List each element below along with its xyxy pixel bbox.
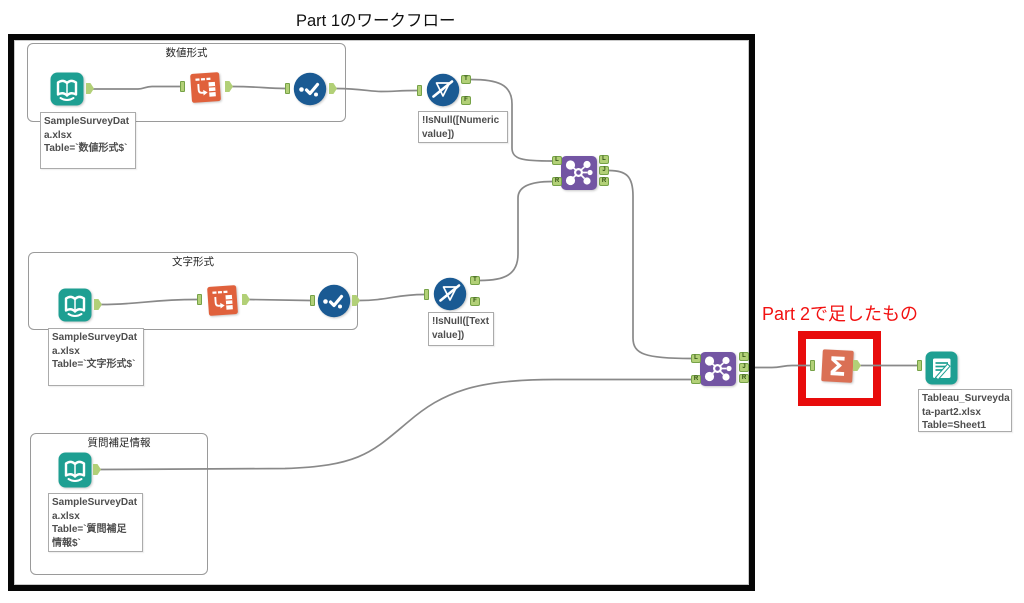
input-data-tool-supplement[interactable] — [58, 452, 92, 493]
workflow-title: Part 1のワークフロー — [296, 12, 456, 30]
join2-left-output-anchor[interactable]: L — [739, 352, 749, 361]
summarize-output-anchor[interactable] — [853, 360, 861, 371]
wire-filter1T-join1L[interactable] — [470, 78, 553, 162]
filter2-true-anchor[interactable]: T — [470, 276, 480, 285]
filter-tool-numeric[interactable] — [426, 73, 460, 112]
filter1-false-anchor[interactable]: F — [461, 96, 471, 105]
filter1-input-anchor[interactable] — [417, 85, 422, 96]
data-cleansing-icon — [317, 284, 351, 318]
container-text-label: 文字形式 — [172, 256, 214, 268]
cleanse1-input-anchor[interactable] — [285, 83, 290, 94]
data-cleansing-icon — [293, 72, 327, 106]
data-cleansing-tool-text[interactable] — [317, 284, 351, 323]
join1-left-output-anchor[interactable]: L — [599, 155, 609, 164]
annotation-output[interactable]: Tableau_Surveyda ta-part2.xlsx Table=She… — [918, 389, 1012, 432]
filter-icon — [433, 277, 467, 311]
wire-join2J-summarize[interactable] — [748, 364, 811, 369]
join2-right-output-anchor[interactable]: R — [739, 374, 749, 383]
join1-right-output-anchor[interactable]: R — [599, 177, 609, 186]
cleanse2-input-anchor[interactable] — [310, 295, 315, 306]
annotation-input-numeric[interactable]: SampleSurveyDat a.xlsx Table=`数値形式$` — [40, 112, 136, 169]
filter-icon — [426, 73, 460, 107]
summarize-tool[interactable]: Σ — [819, 347, 856, 390]
wire-join1J-join2L[interactable] — [608, 169, 692, 360]
filter-tool-text[interactable] — [433, 277, 467, 316]
input2-output-anchor[interactable] — [94, 299, 102, 310]
input3-output-anchor[interactable] — [93, 464, 101, 475]
transpose2-input-anchor[interactable] — [197, 294, 202, 305]
container-numeric-label: 数値形式 — [165, 47, 208, 59]
wire-transpose1-cleanse1[interactable] — [231, 85, 286, 90]
join1-left-input-anchor[interactable]: L — [552, 156, 562, 165]
join-tool-2[interactable] — [699, 351, 737, 392]
wire-input2-transpose2[interactable] — [100, 298, 198, 306]
cleanse1-output-anchor[interactable] — [329, 83, 337, 94]
svg-text:Σ: Σ — [828, 352, 847, 383]
annotation-filter-text[interactable]: !IsNull([Text value]) — [428, 312, 494, 346]
filter2-false-anchor[interactable]: F — [470, 297, 480, 306]
join2-join-output-anchor[interactable]: J — [739, 363, 749, 372]
input-data-icon — [50, 72, 84, 106]
input-data-tool-numeric[interactable] — [50, 72, 84, 111]
summarize-input-anchor[interactable] — [810, 360, 815, 371]
filter1-true-anchor[interactable]: T — [461, 75, 471, 84]
output-input-anchor[interactable] — [917, 360, 922, 371]
annotation-filter-numeric[interactable]: !IsNull([Numeric value]) — [418, 111, 508, 143]
filter2-input-anchor[interactable] — [424, 289, 429, 300]
wire-input1-transpose1[interactable] — [92, 85, 181, 90]
transpose-tool-numeric[interactable] — [188, 70, 223, 109]
annotation-input-text[interactable]: SampleSurveyDat a.xlsx Table=`文字形式$` — [48, 328, 144, 386]
transpose1-output-anchor[interactable] — [225, 81, 233, 92]
summarize-icon: Σ — [821, 349, 854, 383]
transpose2-output-anchor[interactable] — [242, 294, 250, 305]
wire-cleanse1-filter1[interactable] — [335, 87, 418, 93]
transpose-tool-text[interactable] — [205, 283, 240, 322]
cleanse2-output-anchor[interactable] — [352, 295, 360, 306]
join-tool-1[interactable] — [560, 155, 598, 196]
wire-input3-join2R[interactable] — [99, 378, 692, 471]
data-cleansing-tool-numeric[interactable] — [293, 72, 327, 111]
transpose1-input-anchor[interactable] — [180, 81, 185, 92]
join2-left-input-anchor[interactable]: L — [691, 354, 701, 363]
part2-highlight-box — [798, 331, 881, 406]
container-supplement-label: 質問補足情報 — [87, 437, 151, 449]
input-data-tool-text[interactable] — [58, 288, 92, 327]
annotation-input-supplement[interactable]: SampleSurveyDat a.xlsx Table=`質問補足 情報$` — [48, 493, 143, 552]
join2-right-input-anchor[interactable]: R — [691, 375, 701, 384]
wire-cleanse2-filter2[interactable] — [358, 293, 425, 302]
part2-note: Part 2で足したもの — [762, 304, 919, 324]
input-data-icon — [58, 288, 92, 322]
transpose-icon — [190, 72, 221, 103]
join1-join-output-anchor[interactable]: J — [599, 166, 609, 175]
output-data-icon — [925, 351, 958, 385]
input1-output-anchor[interactable] — [86, 83, 94, 94]
wire-transpose2-cleanse2[interactable] — [248, 298, 311, 302]
join-icon — [700, 352, 736, 386]
join-icon — [561, 156, 597, 190]
wire-filter2T-join1R[interactable] — [479, 180, 553, 282]
output-data-tool[interactable] — [925, 351, 958, 390]
join1-right-input-anchor[interactable]: R — [552, 177, 562, 186]
transpose-icon — [207, 285, 238, 316]
input-data-icon — [58, 452, 92, 488]
